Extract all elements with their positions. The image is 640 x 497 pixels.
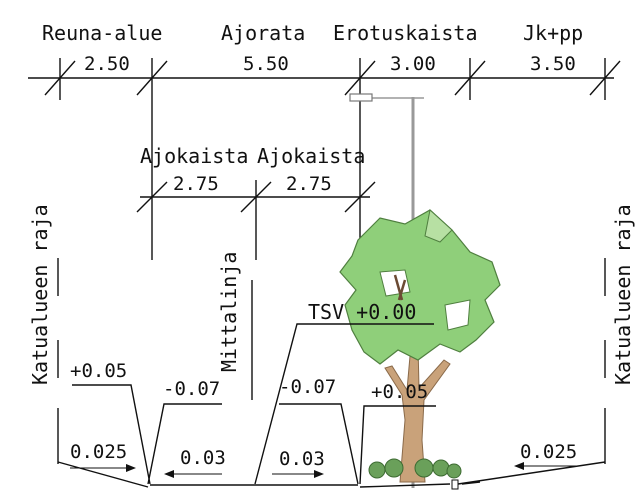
slope-lane-left: 0.03 xyxy=(180,447,226,469)
ajokaista-left-label: Ajokaista xyxy=(140,144,248,168)
katualueen-raja-left-label: Katualueen raja xyxy=(28,204,52,385)
jk-pp-label: Jk+pp xyxy=(523,21,583,45)
mittalinja-label: Mittalinja xyxy=(217,252,241,372)
slope-arrow-icon xyxy=(70,464,136,472)
slope-walkway: 0.025 xyxy=(520,441,577,463)
ajokaista-right-width: 2.75 xyxy=(286,173,332,195)
reuna-alue-label: Reuna-alue xyxy=(42,21,162,45)
jk-pp-width: 3.50 xyxy=(530,53,576,75)
ajokaista-right-label: Ajokaista xyxy=(257,144,365,168)
height-left-edge: +0.05 xyxy=(70,360,127,382)
shrub-icon xyxy=(368,458,462,479)
slope-arrow-icon xyxy=(272,470,324,478)
erotuskaista-width: 3.00 xyxy=(390,53,436,75)
height-carriageway-right: -0.07 xyxy=(279,376,336,398)
tree-icon xyxy=(339,209,501,483)
lane-dimension-line xyxy=(136,180,376,260)
height-median: +0.05 xyxy=(371,381,428,403)
ajorata-label: Ajorata xyxy=(221,21,305,45)
ajorata-width: 5.50 xyxy=(243,53,289,75)
height-carriageway-left: -0.07 xyxy=(163,378,220,400)
slope-lane-right: 0.03 xyxy=(279,448,325,470)
ajokaista-left-width: 2.75 xyxy=(173,173,219,195)
slope-arrow-icon xyxy=(514,462,578,470)
boundary-markers xyxy=(57,258,606,464)
ground-profile xyxy=(57,323,606,490)
tsv-label: TSV +0.00 xyxy=(308,300,416,324)
slope-left-area: 0.025 xyxy=(70,441,127,463)
reuna-alue-width: 2.50 xyxy=(84,53,130,75)
slope-arrow-icon xyxy=(164,470,222,478)
katualueen-raja-right-label: Katualueen raja xyxy=(611,204,635,385)
top-dimension-line xyxy=(28,58,621,260)
erotuskaista-label: Erotuskaista xyxy=(333,21,478,45)
